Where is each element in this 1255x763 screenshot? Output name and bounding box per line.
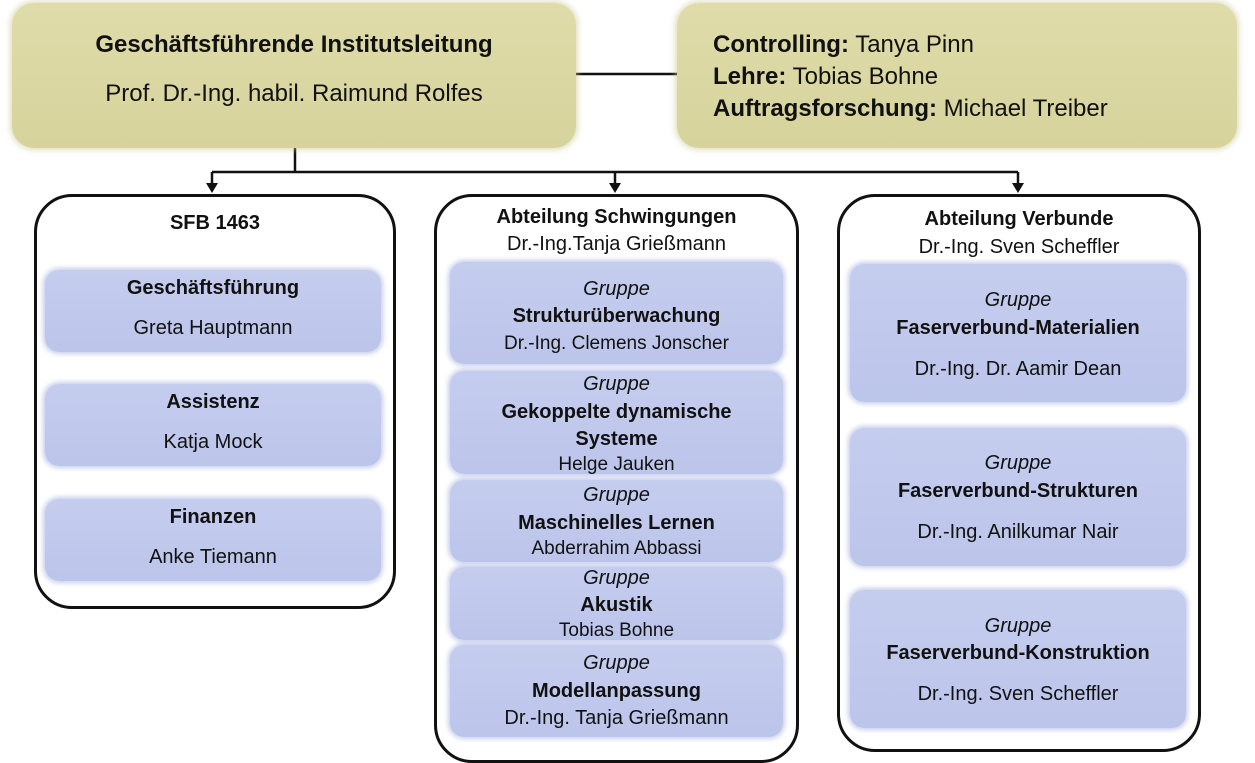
leadership-name: Prof. Dr.-Ing. habil. Raimund Rolfes: [105, 80, 483, 107]
admin-lehre: Lehre: Tobias Bohne: [713, 63, 938, 91]
group-card-faserverbund-materialien: Gruppe Faserverbund-Materialien Dr.-Ing.…: [850, 264, 1186, 402]
sfb-arrow-icon: [206, 183, 218, 193]
group-label: Gruppe: [984, 289, 1052, 311]
group-title-line2: Systeme: [575, 428, 658, 450]
group-title: Faserverbund-Konstruktion: [886, 642, 1150, 664]
group-label: Gruppe: [583, 567, 650, 589]
group-leader: Helge Jauken: [558, 454, 675, 475]
department-title: Abteilung Verbunde: [924, 208, 1114, 230]
leadership-title: Geschäftsführende Institutsleitung: [95, 31, 493, 58]
admin-name: Michael Treiber: [937, 95, 1108, 122]
group-title: Akustik: [580, 594, 653, 616]
group-leader: Abderrahim Abbassi: [531, 538, 702, 559]
card-title: Assistenz: [166, 391, 260, 413]
sfb-card-geschaeftsfuehrung: Geschäftsführung Greta Hauptmann: [45, 270, 381, 352]
group-leader: Dr.-Ing. Clemens Jonscher: [504, 333, 729, 354]
group-title: Maschinelles Lernen: [518, 512, 715, 534]
group-leader: Dr.-Ing. Tanja Grießmann: [504, 707, 729, 729]
group-title: Modellanpassung: [532, 680, 701, 702]
admin-role: Auftragsforschung:: [713, 95, 937, 122]
card-title: Geschäftsführung: [126, 277, 300, 299]
sfb-1463-department: SFB 1463 Geschäftsführung Greta Hauptman…: [34, 194, 396, 609]
admin-role: Controlling:: [713, 31, 849, 58]
card-name: Anke Tiemann: [149, 546, 277, 568]
group-leader: Dr.-Ing. Sven Scheffler: [917, 683, 1119, 705]
group-label: Gruppe: [583, 278, 650, 300]
group-label: Gruppe: [583, 652, 650, 674]
group-title: Faserverbund-Materialien: [896, 317, 1140, 339]
administration-box: Controlling: Tanya Pinn Lehre: Tobias Bo…: [677, 3, 1237, 148]
group-card-gekoppelte-systeme: Gruppe Gekoppelte dynamische Systeme Hel…: [450, 371, 783, 475]
admin-auftragsforschung: Auftragsforschung: Michael Treiber: [713, 95, 1108, 123]
admin-name: Tanya Pinn: [848, 31, 974, 58]
group-card-strukturueberwachung: Gruppe Strukturüberwachung Dr.-Ing. Clem…: [450, 262, 783, 364]
verbunde-arrow-icon: [1012, 183, 1024, 193]
group-title-line1: Gekoppelte dynamische: [501, 401, 732, 423]
admin-controlling: Controlling: Tanya Pinn: [713, 31, 974, 59]
schwingungen-department: Abteilung Schwingungen Dr.-Ing.Tanja Gri…: [434, 194, 799, 763]
admin-name: Tobias Bohne: [786, 63, 939, 90]
admin-role: Lehre:: [713, 63, 787, 90]
department-lead: Dr.-Ing.Tanja Grießmann: [507, 233, 726, 255]
group-label: Gruppe: [583, 484, 650, 506]
verbunde-department: Abteilung Verbunde Dr.-Ing. Sven Scheffl…: [837, 194, 1201, 752]
group-card-faserverbund-konstruktion: Gruppe Faserverbund-Konstruktion Dr.-Ing…: [850, 590, 1186, 728]
group-card-maschinelles-lernen: Gruppe Maschinelles Lernen Abderrahim Ab…: [450, 480, 783, 562]
department-lead: Dr.-Ing. Sven Scheffler: [918, 236, 1120, 258]
group-leader: Dr.-Ing. Dr. Aamir Dean: [914, 358, 1122, 380]
group-label: Gruppe: [984, 452, 1052, 474]
group-leader: Tobias Bohne: [558, 620, 675, 641]
group-card-modellanpassung: Gruppe Modellanpassung Dr.-Ing. Tanja Gr…: [450, 645, 783, 737]
card-name: Greta Hauptmann: [133, 317, 293, 339]
department-title: SFB 1463: [169, 212, 261, 234]
schwingungen-arrow-icon: [609, 183, 621, 193]
card-name: Katja Mock: [163, 431, 263, 453]
group-label: Gruppe: [583, 373, 650, 395]
group-card-faserverbund-strukturen: Gruppe Faserverbund-Strukturen Dr.-Ing. …: [850, 428, 1186, 566]
group-label: Gruppe: [984, 615, 1052, 637]
institute-leadership-box: Geschäftsführende Institutsleitung Prof.…: [12, 3, 576, 148]
group-card-akustik: Gruppe Akustik Tobias Bohne: [450, 567, 783, 641]
department-title: Abteilung Schwingungen: [496, 206, 737, 228]
card-title: Finanzen: [169, 506, 257, 528]
sfb-card-assistenz: Assistenz Katja Mock: [45, 384, 381, 466]
sfb-card-finanzen: Finanzen Anke Tiemann: [45, 499, 381, 581]
group-leader: Dr.-Ing. Anilkumar Nair: [917, 521, 1119, 543]
group-title: Faserverbund-Strukturen: [897, 480, 1139, 502]
group-title: Strukturüberwachung: [512, 305, 721, 327]
